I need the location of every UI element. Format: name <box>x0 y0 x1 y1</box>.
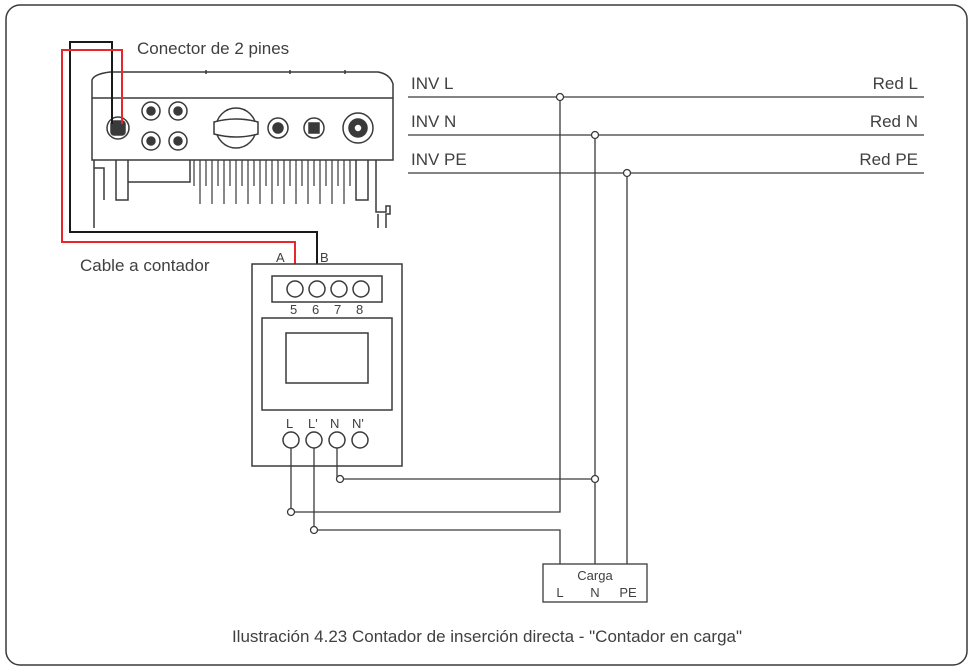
red-pe-label: Red PE <box>859 150 918 169</box>
pin-8-label: 8 <box>356 302 363 317</box>
cable-label: Cable a contador <box>80 256 210 275</box>
terminal-n-prime-label: N' <box>352 416 364 431</box>
connector-label: Conector de 2 pines <box>137 39 289 58</box>
pin-7-terminal <box>330 280 348 298</box>
junction-dots <box>286 92 632 535</box>
pin-5-terminal <box>286 280 304 298</box>
load-title: Carga <box>577 568 613 583</box>
power-lines <box>290 96 924 564</box>
meter-display-frame <box>261 317 393 411</box>
red-l-label: Red L <box>873 74 918 93</box>
terminal-n-prime <box>351 431 369 449</box>
inv-n-label: INV N <box>411 112 456 131</box>
meter-terminal-block <box>271 275 383 303</box>
pin-6-label: 6 <box>312 302 319 317</box>
terminal-l-prime-label: L' <box>308 416 318 431</box>
cable-black <box>69 41 318 284</box>
inv-l-label: INV L <box>411 74 454 93</box>
red-n-label: Red N <box>870 112 918 131</box>
pin-8-terminal <box>352 280 370 298</box>
terminal-n-label: N <box>330 416 339 431</box>
figure-caption: Ilustración 4.23 Contador de inserción d… <box>232 627 742 646</box>
meter-body <box>251 263 403 467</box>
load-terminal-n: N <box>590 585 599 600</box>
pin-7-label: 7 <box>334 302 341 317</box>
load-box <box>542 563 648 603</box>
drop-l <box>290 97 561 513</box>
terminal-a-label: A <box>276 250 285 265</box>
meter-lp-to-load <box>313 448 561 564</box>
meter <box>251 263 403 467</box>
load-terminal-pe: PE <box>619 585 637 600</box>
meter-display <box>285 332 369 384</box>
pin-5-label: 5 <box>290 302 297 317</box>
terminal-l-label: L <box>286 416 293 431</box>
inv-pe-label: INV PE <box>411 150 467 169</box>
pin-6-terminal <box>308 280 326 298</box>
figure-frame <box>5 4 968 666</box>
cable-red <box>61 49 296 284</box>
terminal-b-label: B <box>320 250 329 265</box>
load-terminal-l: L <box>556 585 563 600</box>
inverter <box>91 70 394 228</box>
